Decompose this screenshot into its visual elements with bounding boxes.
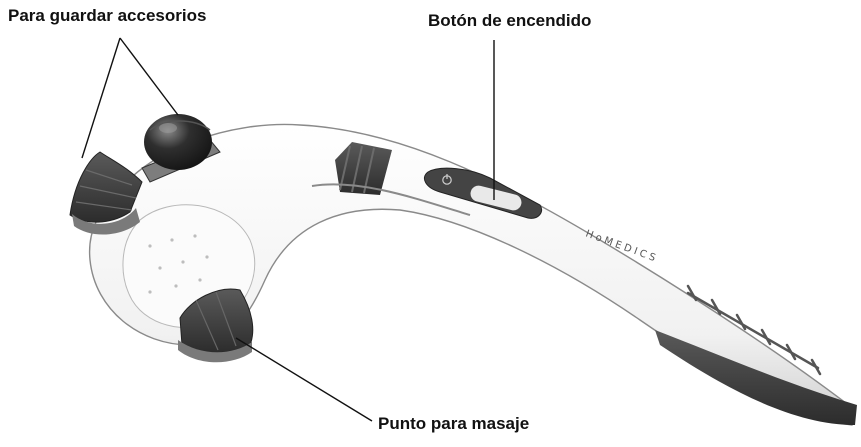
body-seam (311, 183, 471, 216)
leader-accessories-ball (119, 37, 179, 116)
leader-accessories-cone (81, 37, 121, 159)
handle-ridges (686, 284, 822, 376)
label-massage-point: Punto para masaje (378, 414, 530, 433)
leader-lines (81, 37, 495, 422)
label-accessories: Para guardar accesorios (8, 6, 207, 25)
accessory-ball (141, 114, 221, 183)
label-power-button: Botón de encendido (428, 11, 592, 30)
power-icon (442, 174, 452, 185)
neck-grip-band (335, 142, 392, 195)
vent-dots (148, 234, 209, 294)
massage-node (178, 288, 254, 363)
accessory-cone (69, 151, 143, 235)
leader-massage-point (235, 337, 373, 422)
power-button[interactable] (424, 167, 543, 219)
handle-grip (655, 330, 857, 425)
